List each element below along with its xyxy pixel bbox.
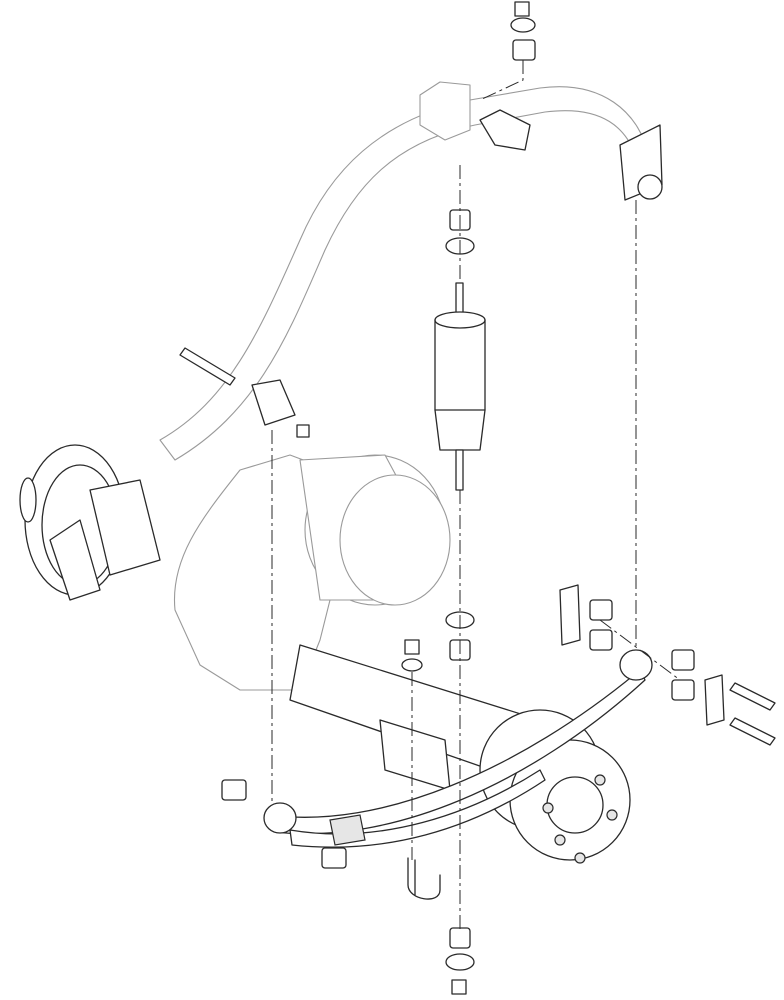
axle-tube [289,644,541,791]
leaf-spring [263,649,653,848]
chassis-frame [159,81,663,461]
shock-absorber [434,282,486,491]
assembly-center-lines [271,60,681,930]
differential-housing [173,454,451,691]
left-brake-drum [19,444,161,601]
